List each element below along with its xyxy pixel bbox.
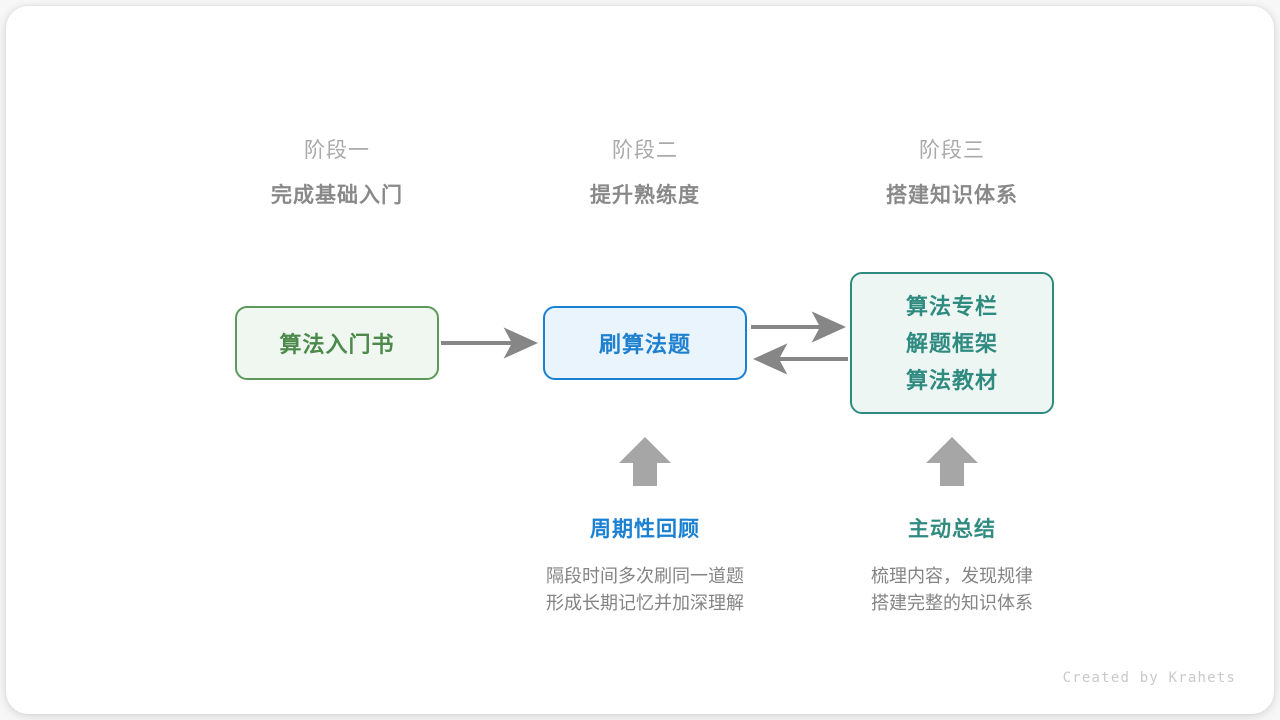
stage-2-subtitle: 阶段二 xyxy=(612,139,678,162)
arrow-review-up xyxy=(619,437,671,486)
annotation-review-line-2: 形成长期记忆并加深理解 xyxy=(546,593,744,613)
annotation-active-summary: 主动总结 梳理内容，发现规律 搭建完整的知识体系 xyxy=(802,516,1102,617)
stage-3-subtitle: 阶段三 xyxy=(919,139,985,162)
annotation-summary-line-1: 梳理内容，发现规律 xyxy=(871,566,1033,586)
arrow-summary-up xyxy=(926,437,978,486)
node-book-line-1: 算法入门书 xyxy=(279,332,395,357)
annotation-summary-line-2: 搭建完整的知识体系 xyxy=(871,593,1033,613)
diagram-card: 阶段一 完成基础入门 阶段二 提升熟练度 阶段三 搭建知识体系 xyxy=(6,6,1274,714)
annotation-review-line-1: 隔段时间多次刷同一道题 xyxy=(546,566,744,586)
node-practice-line-1: 刷算法题 xyxy=(598,332,691,357)
stage-header-3: 阶段三 搭建知识体系 xyxy=(832,136,1072,211)
stage-1-subtitle: 阶段一 xyxy=(304,139,370,162)
annotation-summary-body: 梳理内容，发现规律 搭建完整的知识体系 xyxy=(802,563,1102,617)
node-resources-line-3: 算法教材 xyxy=(905,367,998,393)
stage-3-title: 搭建知识体系 xyxy=(886,184,1018,207)
node-knowledge-resources[interactable]: 算法专栏 解题框架 算法教材 xyxy=(850,272,1054,414)
node-resources-line-2: 解题框架 xyxy=(905,330,998,356)
annotation-periodic-review: 周期性回顾 隔段时间多次刷同一道题 形成长期记忆并加深理解 xyxy=(495,516,795,617)
annotation-review-title: 周期性回顾 xyxy=(590,518,700,541)
stage-header-2: 阶段二 提升熟练度 xyxy=(525,136,765,211)
node-resources-line-1: 算法专栏 xyxy=(905,293,998,319)
stage-1-title: 完成基础入门 xyxy=(271,184,403,207)
footer-credit: Created by Krahets xyxy=(1062,670,1236,686)
stage-header-1: 阶段一 完成基础入门 xyxy=(217,136,457,211)
stage-2-title: 提升熟练度 xyxy=(590,184,700,207)
node-practice-problems[interactable]: 刷算法题 xyxy=(543,306,747,380)
annotation-summary-title: 主动总结 xyxy=(908,518,996,541)
node-algorithm-intro-book[interactable]: 算法入门书 xyxy=(235,306,439,380)
annotation-review-body: 隔段时间多次刷同一道题 形成长期记忆并加深理解 xyxy=(495,563,795,617)
